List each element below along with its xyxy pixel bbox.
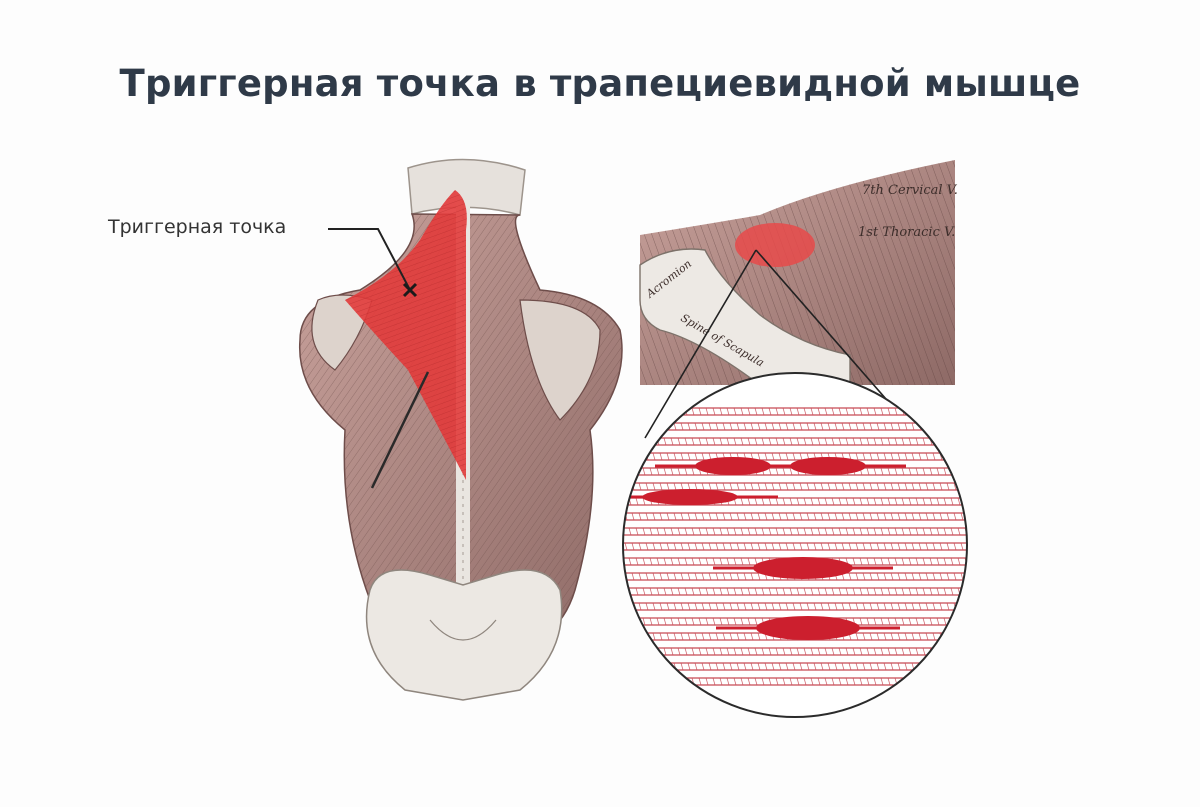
magnified-fibers (622, 372, 968, 718)
page-title: Триггерная точка в трапециевидной мышце (119, 62, 1081, 105)
thoracic-label: 1st Thoracic V. (858, 225, 955, 240)
trigger-point-label: Триггерная точка (108, 216, 287, 238)
detail-illustration: 7th Cervical V. 1st Thoracic V. Acromion… (639, 160, 958, 439)
callout-line (328, 228, 411, 291)
trigger-point-hotspot (735, 223, 815, 267)
back-illustration (298, 158, 623, 701)
cervical-label: 7th Cervical V. (862, 183, 958, 198)
x-mark-icon (402, 282, 418, 298)
